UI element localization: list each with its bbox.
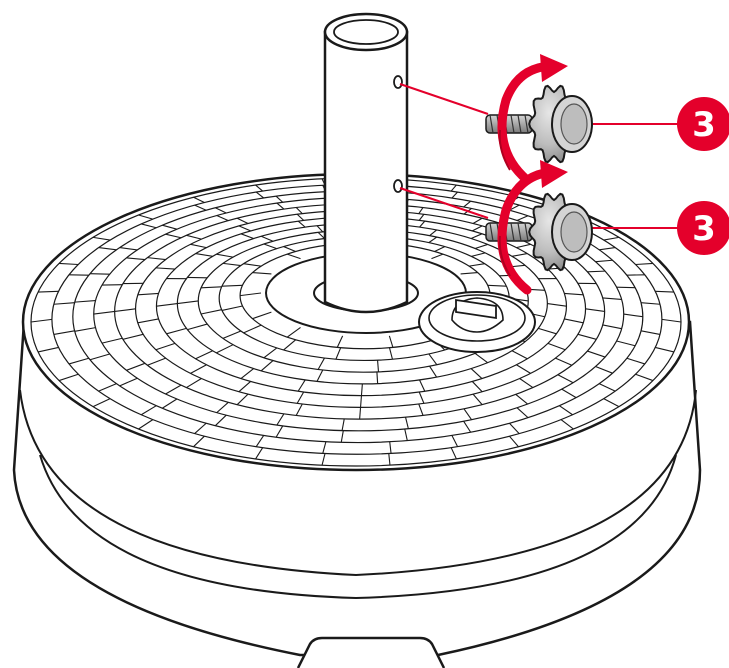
- step-badge: 3: [677, 97, 729, 151]
- step-badge: 3: [677, 201, 729, 255]
- guide-line-upper: [400, 84, 488, 114]
- base-foot-notch: [298, 638, 444, 668]
- pole-body: [325, 32, 407, 312]
- step-number: 3: [692, 105, 716, 145]
- pole-hole-lower: [394, 180, 402, 192]
- step-number: 3: [692, 209, 716, 249]
- pole: [325, 14, 407, 312]
- pole-hole-upper: [394, 76, 402, 88]
- fill-cap: [419, 292, 535, 352]
